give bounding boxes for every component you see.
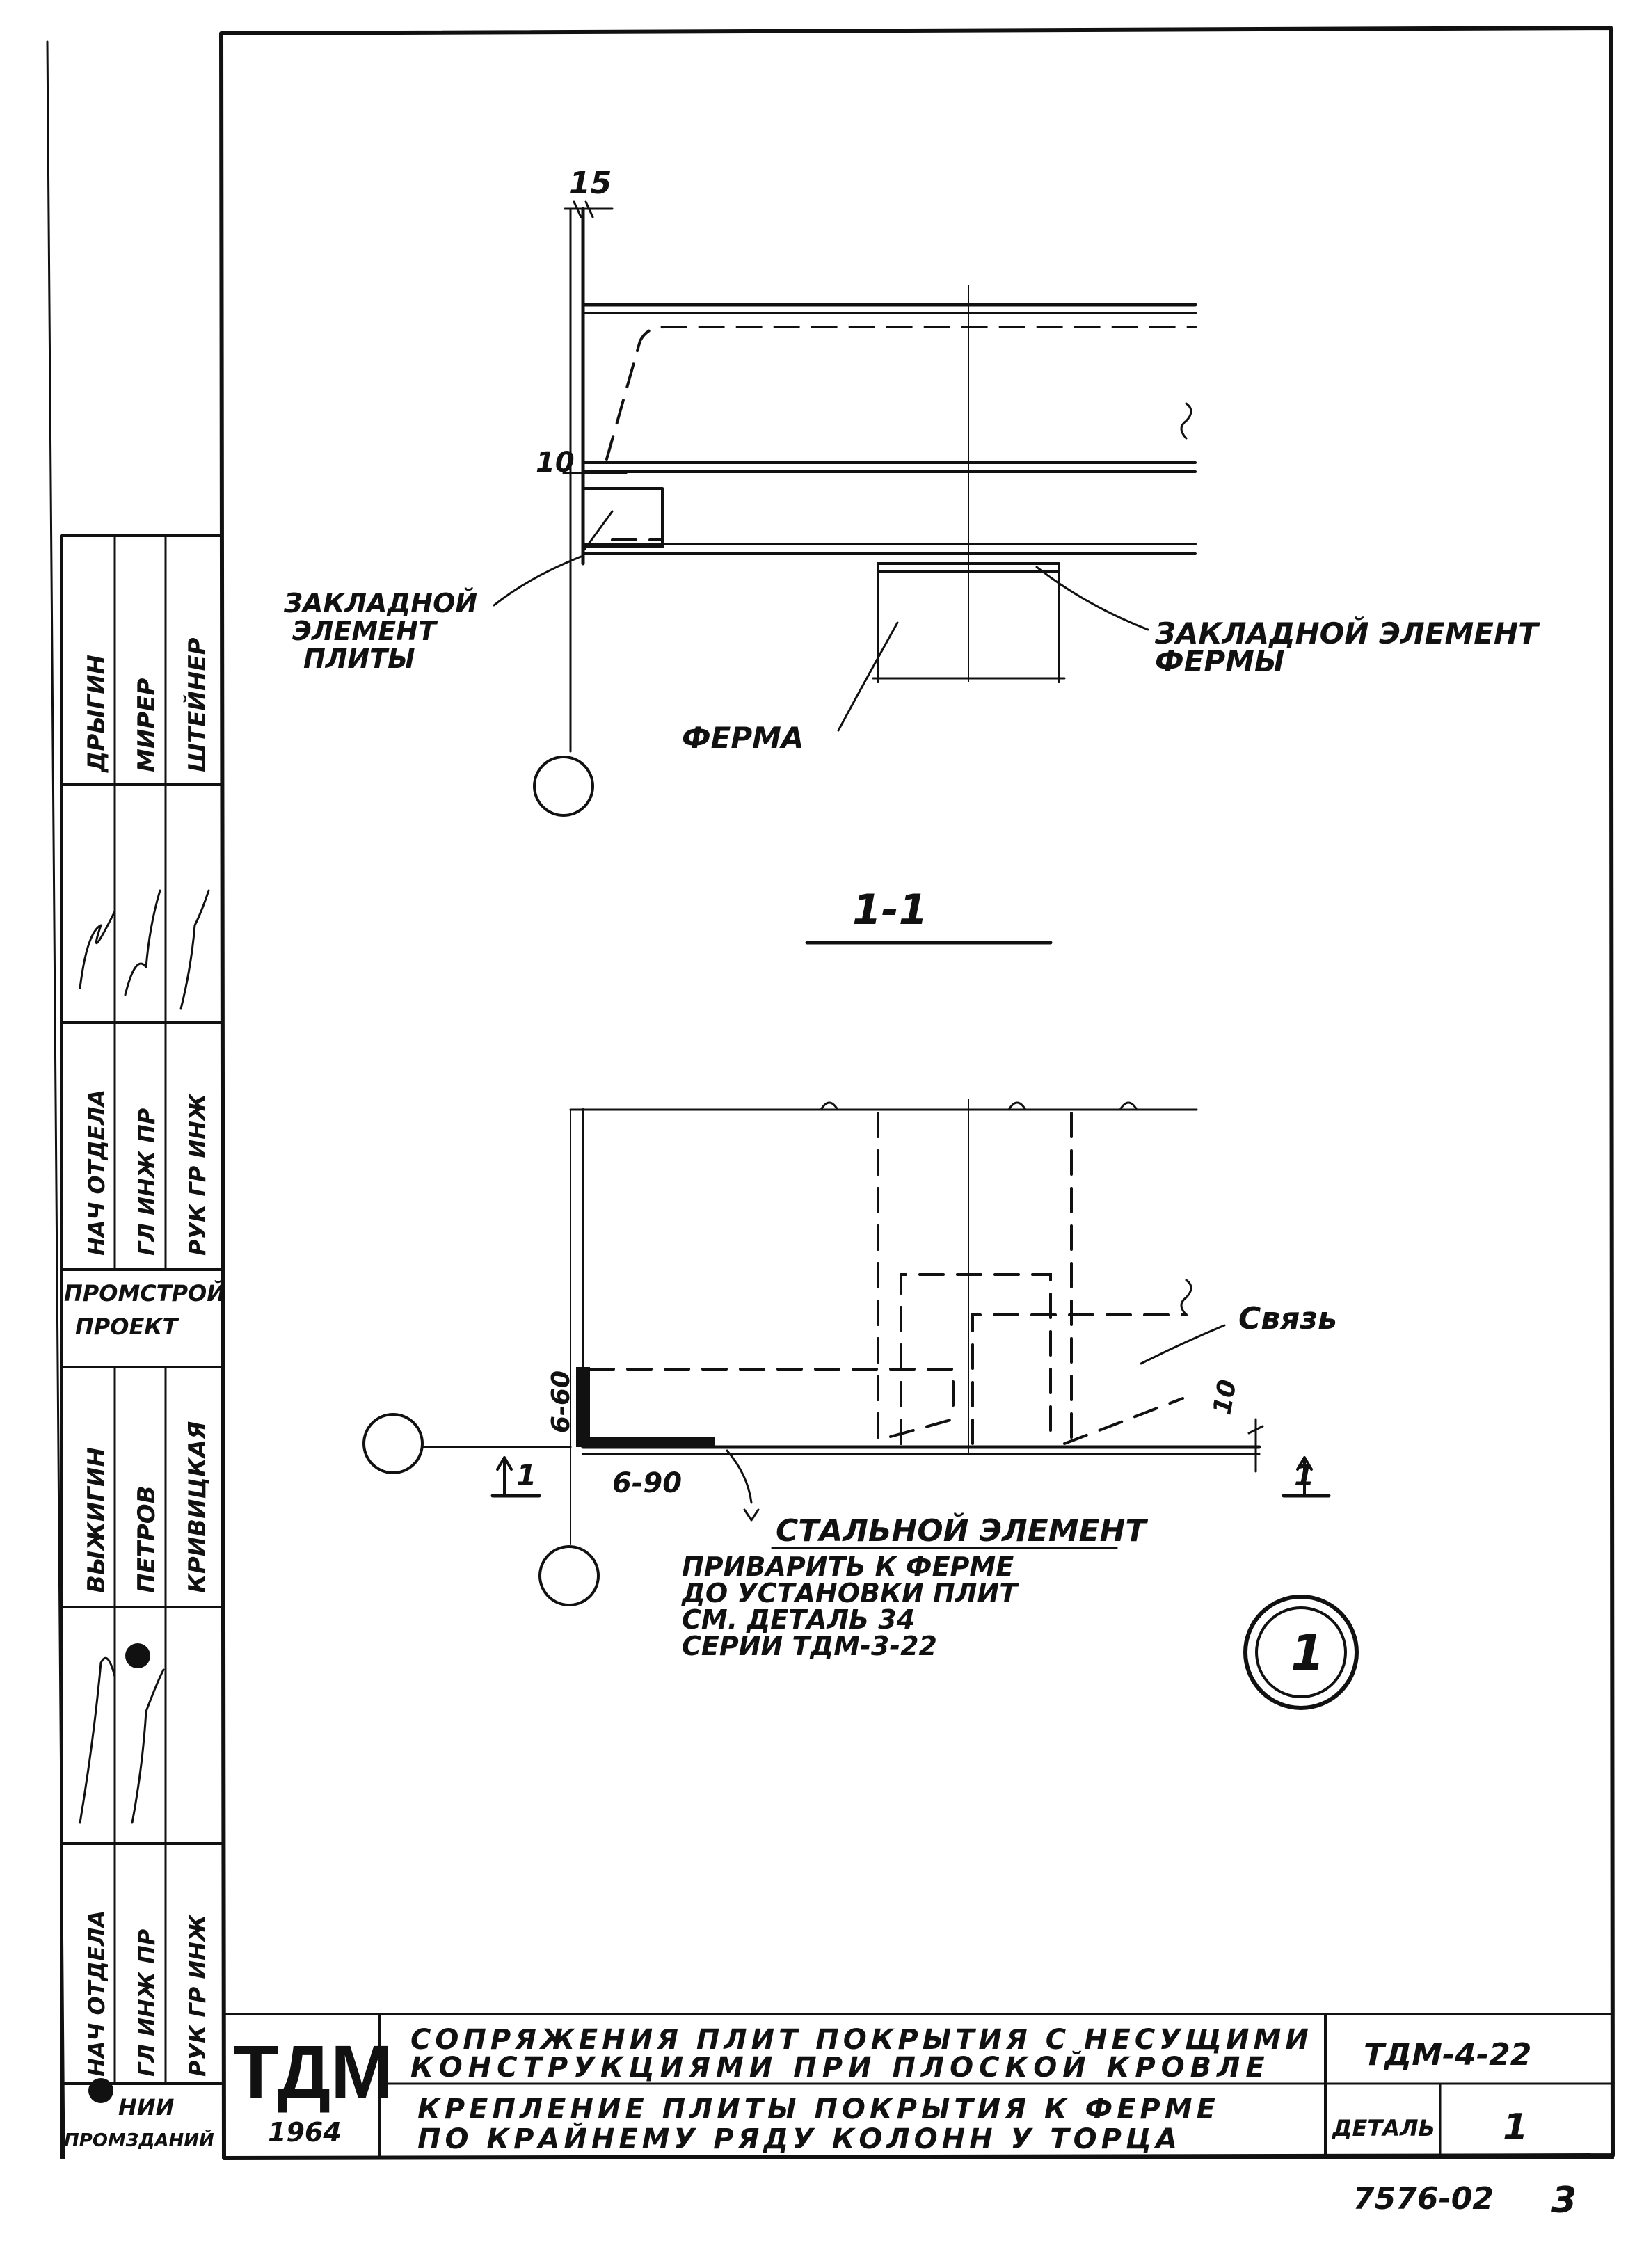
- note-line-2: ДО УСТАНОВКИ ПЛИТ: [681, 1578, 1019, 1608]
- cut-mark-right: 1: [1282, 1456, 1331, 1498]
- label-truss-embed-1: ЗАКЛАДНОЙ ЭЛЕМЕНТ: [1154, 616, 1540, 650]
- label-brace: Связь: [1238, 1301, 1337, 1336]
- title-year: 1964: [268, 2117, 342, 2148]
- stamp-role-6: РУК ГР ИНЖ: [184, 1914, 211, 2077]
- section-title-text: 1-1: [852, 886, 927, 934]
- page-number: 3: [1551, 2180, 1577, 2221]
- title-line-2: КОНСТРУКЦИЯМИ ПРИ ПЛОСКОЙ КРОВЛЕ: [410, 2050, 1270, 2084]
- stamp-name-6: КРИВИЦКАЯ: [184, 1421, 212, 1593]
- dim-15: 15: [569, 166, 612, 201]
- plan-view: 10 1 1 6-60 6-90 Связь СТАЛЬНОЙ ЭЛЕМЕНТ …: [362, 1099, 1359, 1710]
- label-plate-embed-1: ЗАКЛАДНОЙ: [283, 588, 477, 618]
- label-steel: СТАЛЬНОЙ ЭЛЕМЕНТ: [776, 1512, 1148, 1549]
- stamp-name-1: ДРЫГИН: [83, 655, 111, 773]
- stamp-org-bottom-1: НИИ: [118, 2094, 175, 2121]
- subtitle-line-2: ПО КРАЙНЕМУ РЯДУ КОЛОНН У ТОРЦА: [417, 2122, 1181, 2155]
- note-line-1: ПРИВАРИТЬ К ФЕРМЕ: [682, 1551, 1014, 1582]
- side-stamp: ДРЫГИН МИРЕР ШТЕЙНЕР НАЧ ОТДЕЛА ГЛ ИНЖ П…: [60, 534, 225, 2159]
- detail-bubble-inner: [1255, 1606, 1347, 1698]
- title-block: ТДМ 1964 СОПРЯЖЕНИЯ ПЛИТ ПОКРЫТИЯ С НЕСУ…: [223, 2013, 1614, 2159]
- section-title: 1-1: [805, 886, 1053, 945]
- axis-bubble-left: [362, 1413, 424, 1474]
- note-line-4: СЕРИИ ТДМ-3-22: [682, 1631, 937, 1661]
- stamp-org-middle-1: ПРОМСТРОЙ: [64, 1280, 225, 1307]
- stamp-role-2: ГЛ ИНЖ ПР: [134, 1108, 160, 1256]
- detail-label: ДЕТАЛЬ: [1332, 2115, 1435, 2141]
- stamp-role-5: ГЛ ИНЖ ПР: [134, 1928, 160, 2077]
- title-line-1: СОПРЯЖЕНИЯ ПЛИТ ПОКРЫТИЯ С НЕСУЩИМИ: [410, 2024, 1313, 2056]
- axis-bubble-top: [533, 756, 594, 817]
- weld-horizontal: 6-90: [612, 1467, 682, 1499]
- stamp-role-3: РУК ГР ИНЖ: [184, 1093, 211, 1256]
- label-plate-embed-2: ЭЛЕМЕНТ: [292, 616, 438, 646]
- stamp-name-2: МИРЕР: [133, 678, 161, 772]
- label-truss-embed-2: ФЕРМЫ: [1155, 644, 1284, 678]
- title-logo: ТДМ: [233, 2029, 393, 2114]
- section-top: 15 10 ЗАКЛАДНОЙ ЭЛ: [283, 166, 1540, 817]
- series-code: ТДМ-4-22: [1364, 2037, 1531, 2073]
- axis-bubble-bottom: [538, 1545, 600, 1606]
- sheet-code: 7576-02: [1353, 2181, 1494, 2217]
- footer: 7576-02 3: [1353, 2180, 1577, 2221]
- subtitle-line-1: КРЕПЛЕНИЕ ПЛИТЫ ПОКРЫТИЯ К ФЕРМЕ: [417, 2093, 1220, 2125]
- stamp-name-3: ШТЕЙНЕР: [183, 637, 212, 772]
- stamp-role-1: НАЧ ОТДЕЛА: [83, 1089, 110, 1256]
- svg-text:1: 1: [516, 1458, 536, 1492]
- svg-text:1: 1: [1294, 1458, 1314, 1492]
- detail-value: 1: [1503, 2107, 1528, 2148]
- stamp-name-4: ВЫЖИГИН: [83, 1447, 111, 1593]
- stamp-name-5: ПЕТРОВ: [133, 1485, 161, 1593]
- label-truss: ФЕРМА: [682, 721, 804, 755]
- stamp-org-bottom-2: ПРОМЗДАНИЙ: [64, 2129, 214, 2151]
- sheet-frame: [46, 26, 1615, 2160]
- label-plate-embed-3: ПЛИТЫ: [303, 644, 415, 674]
- cut-mark-left: 1: [490, 1456, 541, 1498]
- dim-10-right: 10: [1208, 1377, 1242, 1416]
- detail-bubble-outer: [1243, 1595, 1359, 1710]
- note-line-3: СМ. ДЕТАЛЬ 34: [682, 1604, 915, 1635]
- stamp-role-4: НАЧ ОТДЕЛА: [83, 1910, 110, 2077]
- weld-vertical: 6-60: [547, 1371, 575, 1433]
- detail-bubble-number: 1: [1291, 1624, 1325, 1682]
- stamp-org-middle-2: ПРОЕКТ: [75, 1313, 179, 1340]
